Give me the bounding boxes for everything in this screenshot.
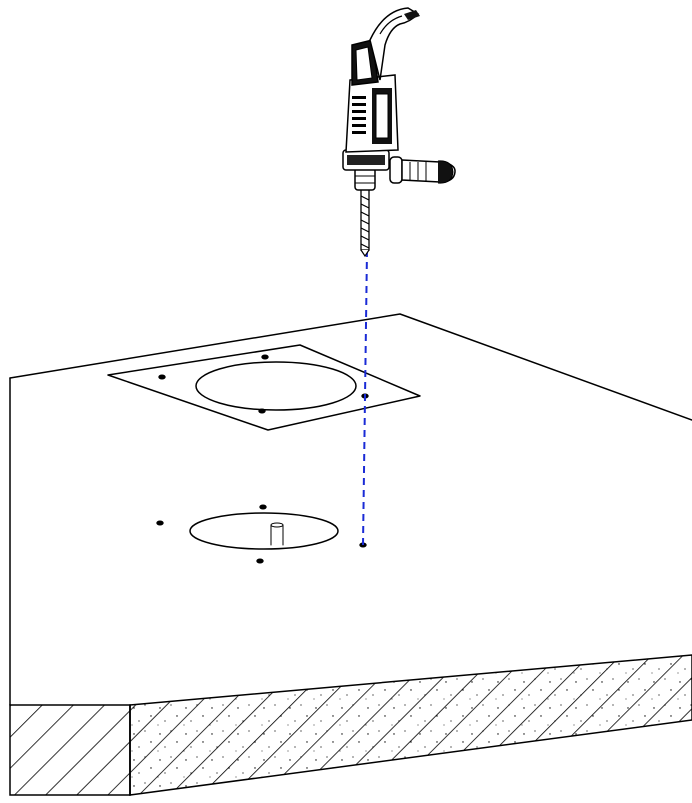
mounting-plate bbox=[107, 344, 421, 431]
hammer-drill-icon bbox=[342, 7, 456, 191]
slab-top-edge bbox=[9, 313, 692, 421]
surface-markings bbox=[156, 504, 367, 564]
pipe-stub-top bbox=[270, 522, 284, 528]
slab-side-texture bbox=[130, 655, 692, 795]
drill-bit-icon bbox=[360, 187, 370, 258]
drill-mark-top bbox=[259, 504, 267, 510]
drill-mark-bottom bbox=[256, 558, 264, 564]
slab-top-surface bbox=[10, 314, 692, 705]
drill-guide-line bbox=[362, 249, 368, 546]
surface-opening bbox=[189, 512, 339, 550]
plate-center-opening bbox=[195, 361, 357, 411]
drill-mark-left bbox=[156, 520, 164, 526]
slab-front-section bbox=[9, 704, 131, 796]
concrete-slab bbox=[9, 313, 692, 796]
plate-hole-top bbox=[261, 354, 269, 360]
plate-hole-left bbox=[158, 374, 166, 380]
plate-hole-bottom bbox=[258, 408, 266, 414]
